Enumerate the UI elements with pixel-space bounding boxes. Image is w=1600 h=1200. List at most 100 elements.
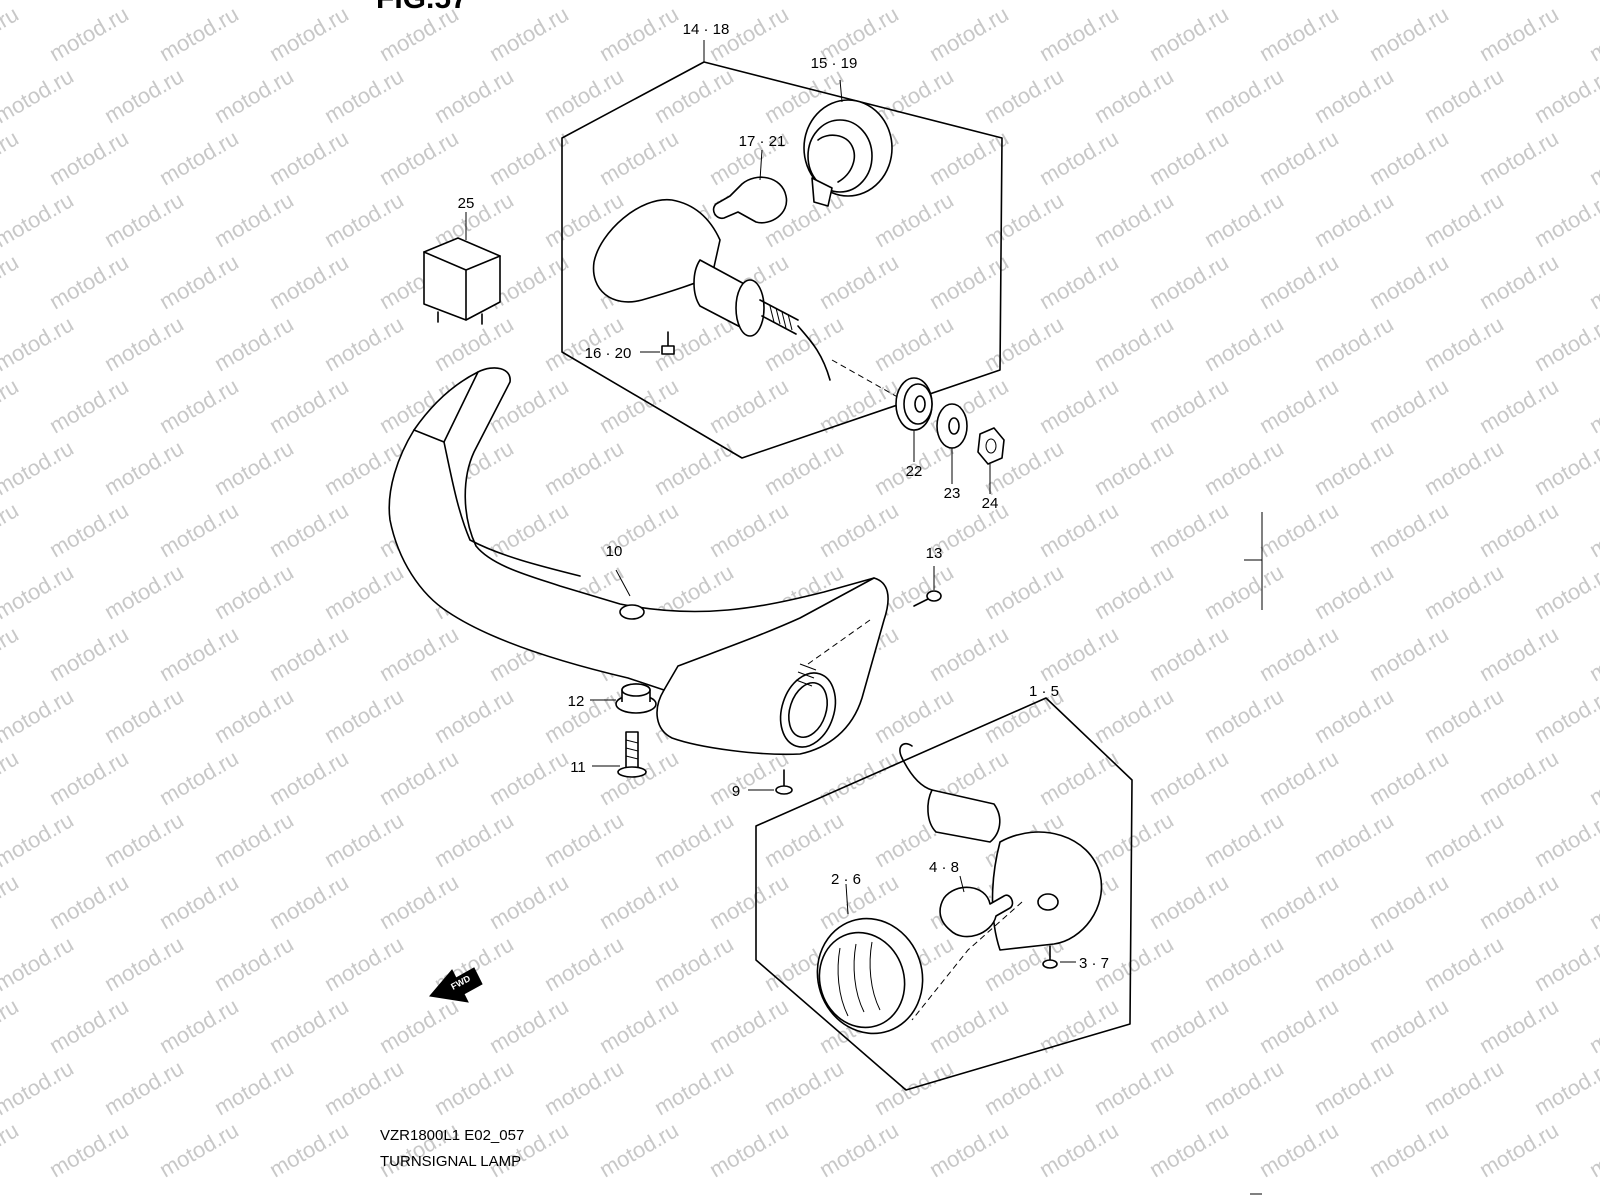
watermark-text: motod.ru: [815, 745, 903, 810]
watermark-text: motod.ru: [595, 869, 683, 934]
watermark-text: motod.ru: [100, 63, 188, 128]
watermark-text: motod.ru: [540, 1055, 628, 1120]
watermark-text: motod.ru: [1145, 993, 1233, 1058]
watermark-text: motod.ru: [1255, 249, 1343, 314]
diagram-caption: TURNSIGNAL LAMP: [380, 1153, 521, 1170]
watermark-text: motod.ru: [1200, 683, 1288, 748]
watermark-text: motod.ru: [1200, 1055, 1288, 1120]
watermark-text: motod.ru: [650, 435, 738, 500]
watermark-text: motod.ru: [100, 187, 188, 252]
watermark-text: motod.ru: [1585, 1117, 1600, 1182]
watermark-text: motod.ru: [705, 993, 793, 1058]
watermark-text: motod.ru: [1035, 249, 1123, 314]
watermark-text: motod.ru: [1365, 125, 1453, 190]
watermark-text: motod.ru: [540, 0, 628, 4]
watermark-text: motod.ru: [0, 683, 78, 748]
watermark-text: motod.ru: [265, 249, 353, 314]
watermark-text: motod.ru: [1310, 311, 1398, 376]
callout-15-19: 15 · 19: [811, 55, 858, 72]
watermark-text: motod.ru: [1585, 497, 1600, 562]
watermark-text: motod.ru: [1200, 931, 1288, 996]
watermark-text: motod.ru: [1475, 745, 1563, 810]
callout-10: 10: [606, 543, 623, 560]
watermark-text: motod.ru: [1035, 125, 1123, 190]
watermark-text: motod.ru: [1585, 373, 1600, 438]
watermark-text: motod.ru: [45, 125, 133, 190]
edge-mark: [1244, 512, 1263, 1195]
watermark-text: motod.ru: [45, 745, 133, 810]
watermark-text: motod.ru: [100, 1055, 188, 1120]
watermark-text: motod.ru: [265, 497, 353, 562]
watermark-text: motod.ru: [980, 187, 1068, 252]
watermark-text: motod.ru: [1585, 1, 1600, 66]
watermark-text: motod.ru: [0, 497, 23, 562]
watermark-text: motod.ru: [155, 497, 243, 562]
watermark-text: motod.ru: [0, 931, 78, 996]
watermark-text: motod.ru: [1365, 249, 1453, 314]
watermark-text: motod.ru: [375, 869, 463, 934]
watermark-text: motod.ru: [1310, 187, 1398, 252]
watermark-text: motod.ru: [45, 993, 133, 1058]
watermark-text: motod.ru: [265, 1117, 353, 1182]
mounting-hardware: [895, 377, 1005, 494]
watermark-text: motod.ru: [595, 373, 683, 438]
watermark-text: motod.ru: [1530, 311, 1600, 376]
watermark-text: motod.ru: [1035, 621, 1123, 686]
watermark-text: motod.ru: [1475, 373, 1563, 438]
watermark-text: motod.ru: [0, 373, 23, 438]
callout-24: 24: [982, 495, 999, 512]
watermark-text: motod.ru: [1310, 683, 1398, 748]
watermark-text: motod.ru: [760, 435, 848, 500]
watermark-text: motod.ru: [0, 807, 78, 872]
part-23-washer: [936, 403, 968, 484]
watermark-text: motod.ru: [1200, 311, 1288, 376]
watermark-text: motod.ru: [1310, 63, 1398, 128]
part-24-nut: [977, 427, 1005, 494]
watermark-text: motod.ru: [1475, 1117, 1563, 1182]
watermark-text: motod.ru: [1365, 869, 1453, 934]
watermark-text: motod.ru: [760, 1055, 848, 1120]
watermark-text: motod.ru: [375, 621, 463, 686]
watermark-text: motod.ru: [265, 621, 353, 686]
watermark-text: motod.ru: [155, 869, 243, 934]
watermark-text: motod.ru: [1200, 63, 1288, 128]
watermark-text: motod.ru: [0, 187, 78, 252]
watermark-text: motod.ru: [1530, 435, 1600, 500]
watermark-text: motod.ru: [1255, 621, 1343, 686]
callout-labels: 14 · 18 15 · 19 17 · 21 25 16 · 20 22 23…: [458, 21, 1109, 972]
watermark-text: motod.ru: [210, 807, 298, 872]
watermark-text: motod.ru: [45, 373, 133, 438]
watermark-text: motod.ru: [155, 125, 243, 190]
watermark-text: motod.ru: [320, 931, 408, 996]
watermark-text: motod.ru: [0, 125, 23, 190]
watermark-text: motod.ru: [210, 683, 298, 748]
watermark-text: motod.ru: [320, 1055, 408, 1120]
watermark-text: motod.ru: [100, 683, 188, 748]
watermark-text: motod.ru: [1200, 559, 1288, 624]
watermark-text: motod.ru: [45, 1117, 133, 1182]
lower-group-outline: [755, 697, 1133, 1091]
watermark-text: motod.ru: [1255, 1117, 1343, 1182]
watermark-text: motod.ru: [0, 63, 78, 128]
turnsignal-bracket: [388, 367, 889, 756]
watermark-text: motod.ru: [155, 1, 243, 66]
watermark-text: motod.ru: [375, 993, 463, 1058]
watermark-text: motod.ru: [1310, 559, 1398, 624]
watermark-text: motod.ru: [45, 249, 133, 314]
callout-16-20: 16 · 20: [585, 345, 632, 362]
watermark-text: motod.ru: [1420, 0, 1508, 4]
watermark-text: motod.ru: [320, 559, 408, 624]
watermark-text: motod.ru: [0, 435, 78, 500]
watermark-text: motod.ru: [540, 63, 628, 128]
callout-9: 9: [732, 783, 740, 800]
lower-turnsignal-group: [755, 697, 1133, 1091]
watermark-text: motod.ru: [1365, 1117, 1453, 1182]
watermark-text: motod.ru: [0, 621, 23, 686]
watermark-text: motod.ru: [925, 993, 1013, 1058]
watermark-text: motod.ru: [1090, 187, 1178, 252]
watermark-text: motod.ru: [1475, 497, 1563, 562]
watermark-text: motod.ru: [1090, 311, 1178, 376]
watermark-text: motod.ru: [1420, 931, 1508, 996]
watermark-text: motod.ru: [1310, 1055, 1398, 1120]
watermark-text: motod.ru: [1585, 993, 1600, 1058]
